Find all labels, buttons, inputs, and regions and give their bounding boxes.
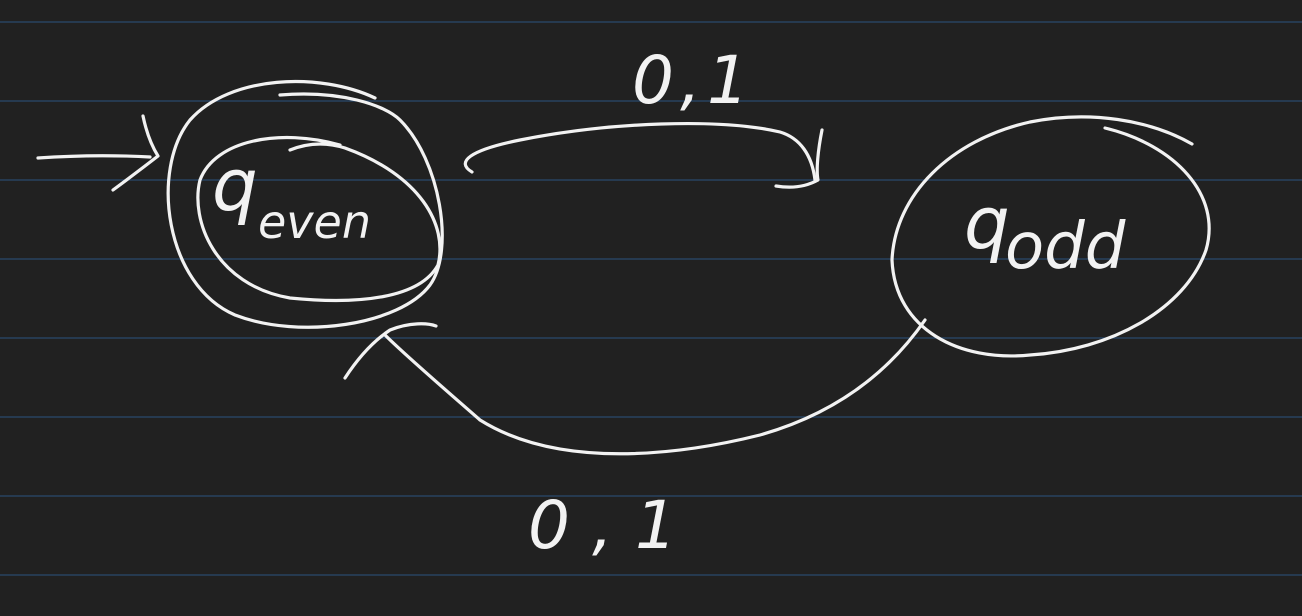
- state-q-even-subscript: even: [258, 195, 371, 249]
- state-q-even-inner-circle: [196, 135, 442, 303]
- ruled-lines: [0, 21, 1302, 576]
- start-arrow: [36, 114, 160, 192]
- state-q-even-outer-circle: [166, 79, 444, 329]
- state-q-even-letter: q: [212, 143, 258, 227]
- transition-odd-to-even-arrow: [343, 318, 927, 456]
- transition-even-to-odd-label: 0,1: [632, 42, 755, 119]
- state-q-even-label: q even: [212, 143, 371, 249]
- state-q-odd-circle: [890, 115, 1211, 358]
- state-q-odd-subscript: odd: [1005, 210, 1126, 284]
- transition-odd-to-even-label: 0,1: [528, 487, 699, 564]
- state-q-odd-label: q odd: [964, 181, 1126, 284]
- state-q-odd-letter: q: [964, 181, 1010, 265]
- transition-even-to-odd-arrow: [463, 121, 824, 189]
